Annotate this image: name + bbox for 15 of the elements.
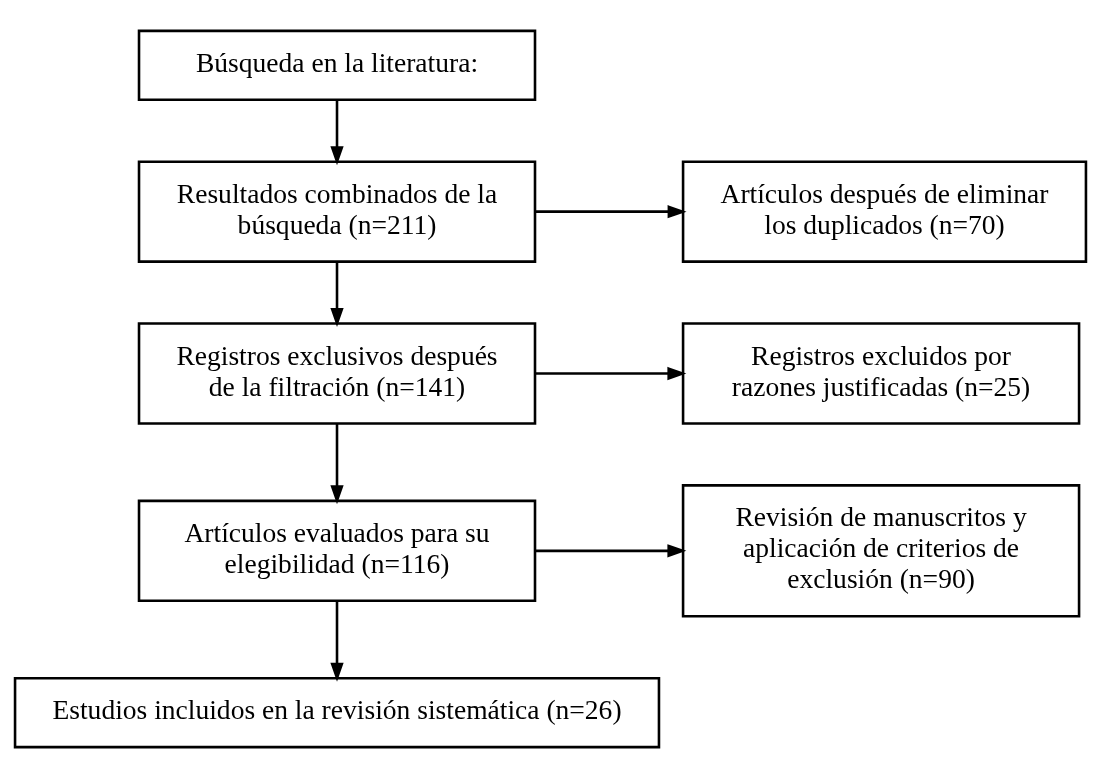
node-box: Artículos evaluados para su elegibilidad (n=116) [137,499,537,602]
arrow [535,543,687,557]
arrow [330,261,344,327]
node-box: Artículos después de eliminar los duplicados (n=70) [681,159,1088,263]
arrow [535,204,687,218]
arrow [330,99,344,165]
arrow [330,423,344,504]
node-box: Búsqueda en la literatura: [137,29,537,101]
node-box: Resultados combinados de la búsqueda (n=211) [137,159,537,263]
arrow [330,600,344,682]
node-box: Revisión de manuscritos y aplicación de criterios de exclusión (n=90) [681,483,1081,618]
node-box: Registros exclusivos después de la filtración (n=141) [137,321,537,425]
node-box: Estudios incluidos en la revisión sistemática (n=26) [13,676,661,748]
node-box: Registros excluidos por razones justificadas (n=25) [681,321,1081,425]
arrow [535,366,687,380]
